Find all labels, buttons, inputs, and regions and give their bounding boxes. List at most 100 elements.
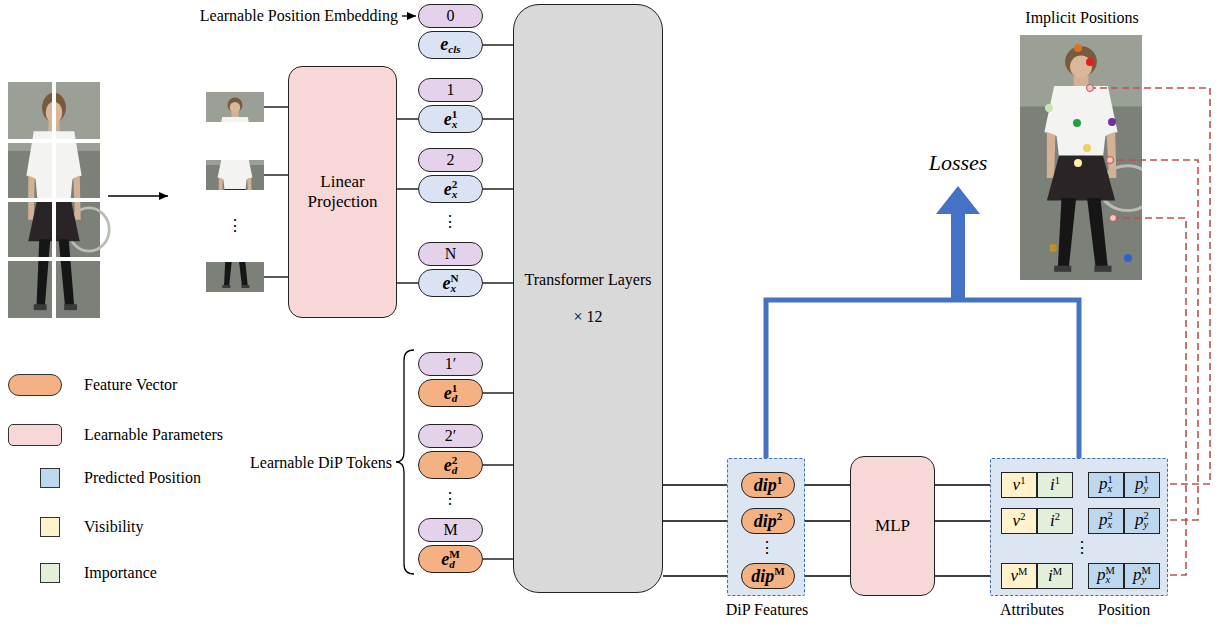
illustration-shape [1049, 244, 1057, 252]
node-text: Attributes [1000, 601, 1064, 619]
illustration-shape [206, 130, 270, 250]
position-cell: px2 [1088, 508, 1124, 534]
position-embedding: 0 [418, 4, 483, 28]
connector [483, 464, 513, 465]
annotation: Learnable Position Embedding [200, 7, 398, 25]
superscript: 1 [452, 382, 458, 395]
node-text: ex1 [444, 108, 458, 131]
symbol: p [1099, 475, 1108, 494]
node-text: ex2 [444, 178, 458, 201]
importance-cell: i1 [1037, 472, 1073, 498]
subscript: x [1108, 484, 1113, 495]
patch-token: ex2 [418, 175, 483, 203]
node-text: MLP [869, 516, 916, 536]
connector [397, 188, 418, 189]
node-text: exN [442, 272, 458, 295]
node-text: ed2 [444, 454, 458, 477]
illustration-shape [8, 82, 109, 318]
illustration-shape [1083, 144, 1091, 152]
learnable-block: Linear Projection [288, 66, 397, 318]
legend-text: Predicted Position [84, 469, 201, 487]
subscript: y [1144, 484, 1149, 495]
illustration-shape [1045, 104, 1053, 112]
superscript: M [1142, 565, 1151, 577]
node-text: pyM [1133, 565, 1151, 587]
node-text: 2 [447, 151, 455, 169]
symbol: p [1135, 511, 1144, 530]
patch-token: ex1 [418, 105, 483, 133]
symbol: v [1011, 566, 1019, 585]
node-text: vM [1011, 566, 1028, 586]
visibility-cell: v2 [1001, 508, 1037, 534]
superscript: 1 [1020, 475, 1025, 487]
illustration-shape [1087, 85, 1094, 92]
connector [483, 118, 513, 119]
connector [483, 392, 513, 393]
flow-arrow [108, 195, 168, 196]
legend-swatch [8, 374, 62, 396]
symbol: i [1050, 475, 1055, 494]
illustration-shape [8, 198, 100, 202]
symbol: i [1048, 566, 1053, 585]
feature-vector: dip1 [741, 472, 795, 498]
position-embedding: N [418, 242, 483, 266]
illustration-shape [1074, 44, 1082, 52]
visibility-cell: v1 [1001, 472, 1037, 498]
node-text: 1′ [445, 355, 457, 373]
symbol: dip [751, 566, 774, 586]
importance-cell: i2 [1037, 508, 1073, 534]
position-embedding: M [418, 518, 483, 542]
symbol: dip [754, 475, 777, 495]
annotation: Learnable DiP Tokens [250, 454, 392, 472]
image-patch [206, 130, 270, 250]
node-text: py2 [1135, 510, 1149, 532]
position-cell: pxM [1088, 563, 1124, 589]
subscript: x [1108, 520, 1113, 531]
illustration-shape [1107, 157, 1114, 164]
feature-vector: dipM [741, 563, 795, 589]
annotation: ⋮ [1074, 539, 1090, 557]
superscript: M [774, 565, 785, 578]
superscript: 2 [452, 178, 458, 191]
illustration-shape [1110, 215, 1117, 222]
loss-arrow [936, 186, 980, 302]
node-text: i1 [1050, 475, 1060, 495]
superscript: 2 [452, 454, 458, 467]
image-patch [206, 92, 270, 212]
subscript: cls [448, 43, 460, 55]
annotation: Losses [929, 151, 988, 175]
node-text: dip1 [754, 474, 783, 495]
illustration-shape [1087, 85, 1117, 222]
symbol: v [1013, 475, 1021, 494]
feature-vector: dip2 [741, 508, 795, 534]
position-cell: py2 [1124, 508, 1160, 534]
position-embedding: 2′ [418, 424, 483, 448]
position-embedding: 1 [418, 78, 483, 102]
symbol: e [441, 548, 449, 568]
node-text: px2 [1099, 510, 1113, 532]
node-text: i2 [1050, 511, 1060, 531]
superscript: M [1053, 566, 1062, 578]
legend-swatch [40, 563, 60, 583]
input-image-grid [8, 82, 109, 318]
superscript: 1 [1108, 474, 1113, 486]
group-box: DiP Featuresdip1dip2dipM [727, 458, 805, 596]
loss-bracket [766, 300, 1079, 458]
legend-swatch [40, 517, 60, 537]
node-text: 0 [447, 7, 455, 25]
node-text: × 12 [573, 308, 602, 326]
brace [396, 350, 414, 574]
superscript: M [449, 548, 460, 561]
legend-swatch [40, 468, 60, 488]
connector [483, 558, 513, 559]
superscript: 2 [1108, 510, 1113, 522]
node-text: dip2 [754, 510, 783, 531]
keypoints [1045, 44, 1132, 262]
symbol: p [1135, 475, 1144, 494]
legend-swatch [8, 424, 62, 446]
connector [397, 282, 418, 283]
illustration-shape [1108, 118, 1116, 126]
symbol: p [1133, 566, 1142, 585]
group-box: AttributesPositionv1i1px1py1v2i2px2py2vM… [990, 458, 1168, 596]
superscript: 2 [1020, 511, 1025, 523]
